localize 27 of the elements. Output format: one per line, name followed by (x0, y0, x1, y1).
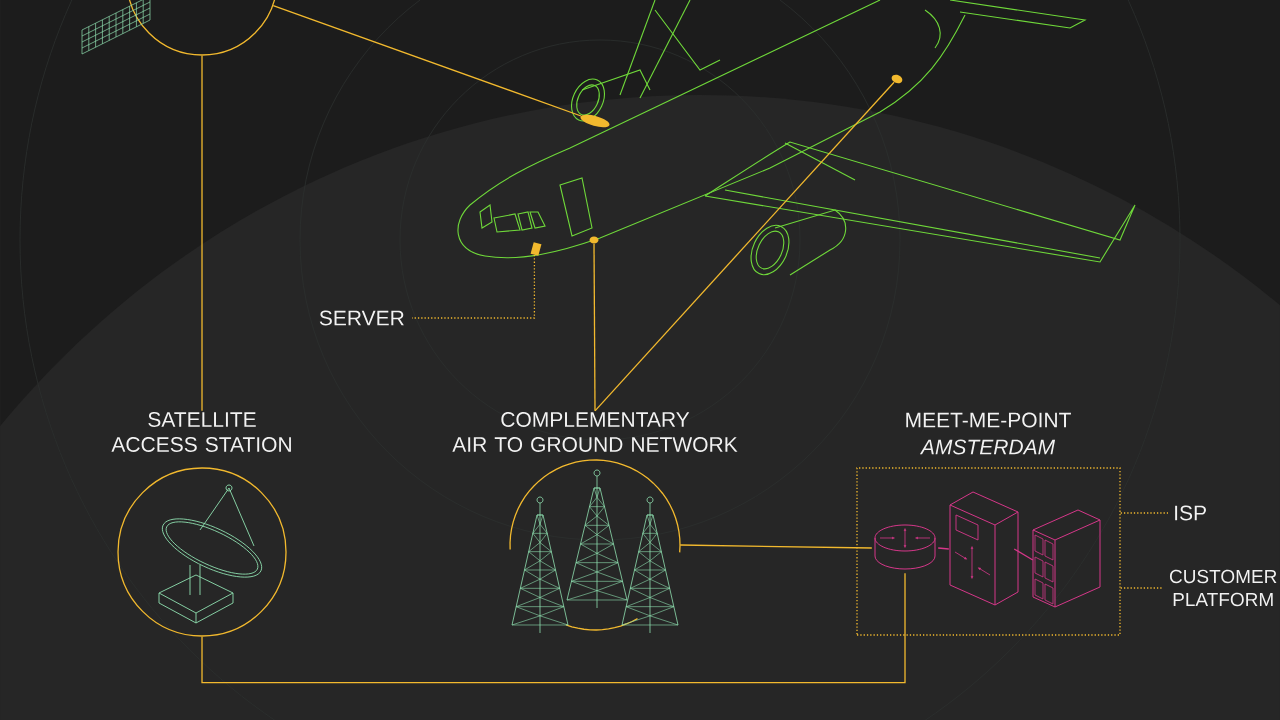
connector-line (594, 81, 895, 412)
firewall-icon (949, 491, 1019, 606)
connector-line (201, 572, 906, 684)
side-label: ISP (1175, 505, 1206, 521)
connector-line (1013, 548, 1034, 561)
leader-line (1120, 587, 1163, 589)
server-label: SERVER (319, 310, 404, 326)
router-icon (874, 524, 936, 570)
antenna-marker (580, 114, 610, 128)
connector-line (593, 243, 596, 412)
connector-line (272, 4, 582, 117)
node-heading: COMPLEMENTARY AIR TO GROUND NETWORK (452, 412, 738, 452)
antenna-marker (891, 74, 903, 84)
node-subheading: AMSTERDAM (919, 439, 1056, 455)
connector-line (201, 55, 203, 412)
antenna-marker (589, 236, 599, 244)
server-marker (530, 242, 542, 256)
leader-line (411, 254, 536, 319)
leader-line (1120, 512, 1169, 514)
node-heading: MEET-ME-POINT (906, 412, 1071, 428)
side-label: CUSTOMER PLATFORM (1169, 569, 1277, 607)
connector-line (937, 547, 950, 550)
node-heading: SATELLITE ACCESS STATION (111, 412, 291, 452)
server-rack-icon (1032, 509, 1101, 608)
airplane-drawing (457, 0, 1136, 276)
connector-line (679, 544, 873, 549)
satellite-drawing (81, 0, 278, 56)
